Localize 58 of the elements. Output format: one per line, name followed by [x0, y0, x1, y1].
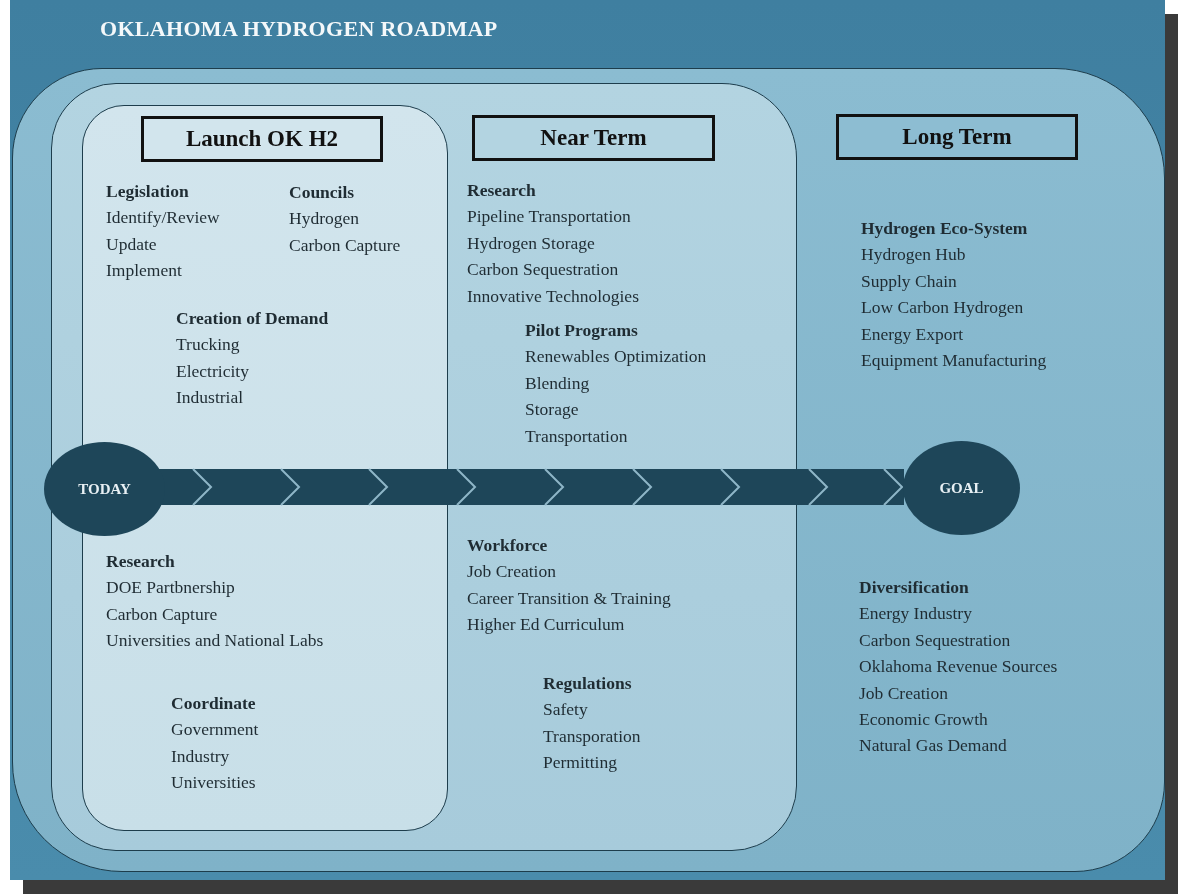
list-item: Blending [525, 371, 590, 394]
list-item: Storage [525, 398, 579, 421]
list-item: Electricity [176, 359, 249, 382]
list-item: Permitting [543, 751, 617, 774]
list-item: Safety [543, 698, 588, 721]
group-heading: Legislation [106, 180, 189, 202]
list-item: Job Creation [467, 560, 556, 583]
list-item: Supply Chain [861, 269, 957, 292]
group-heading: Coordinate [171, 692, 256, 714]
list-item: Carbon Capture [106, 602, 218, 625]
list-item: Higher Ed Curriculum [467, 613, 625, 636]
group-heading: Research [467, 179, 536, 201]
list-item: Carbon Sequestration [467, 258, 619, 281]
group-heading: Hydrogen Eco-System [861, 217, 1028, 239]
group-heading: Diversification [859, 576, 969, 598]
group-heading: Research [106, 550, 175, 572]
list-item: Oklahoma Revenue Sources [859, 655, 1058, 678]
list-item: Energy Industry [859, 602, 972, 625]
group-heading: Councils [289, 181, 355, 203]
list-item: Low Carbon Hydrogen [861, 296, 1024, 319]
list-item: Identify/Review [106, 206, 220, 229]
list-item: Transporation [543, 724, 641, 747]
group-heading: Pilot Programs [525, 319, 638, 341]
list-item: Job Creation [859, 681, 948, 704]
timeline-arrow [159, 468, 904, 506]
group-heading: Creation of Demand [176, 307, 329, 329]
phase-heading: Launch OK H2 [141, 116, 383, 162]
list-item: Economic Growth [859, 708, 988, 730]
list-item: Natural Gas Demand [859, 734, 1007, 757]
phase-heading: Long Term [836, 114, 1078, 160]
list-item: Pipeline Transportation [467, 205, 631, 228]
list-item: Transportation [525, 424, 628, 447]
list-item: Implement [106, 259, 182, 282]
phase-heading: Near Term [472, 115, 715, 161]
group-heading: Workforce [467, 534, 548, 556]
rounded-panel [12, 68, 1165, 872]
list-item: Hydrogen Hub [861, 243, 966, 266]
list-item: Update [106, 232, 157, 255]
diagram-title: OKLAHOMA HYDROGEN ROADMAP [100, 16, 498, 42]
list-item: Career Transition & Training [467, 586, 671, 609]
list-item: Universities and National Labs [106, 629, 324, 652]
timeline-label: TODAY [78, 480, 131, 498]
list-item: Government [171, 718, 259, 741]
list-item: Carbon Capture [289, 233, 401, 256]
list-item: Hydrogen [289, 207, 359, 230]
list-item: Innovative Technologies [467, 284, 639, 307]
list-item: Universities [171, 771, 256, 794]
timeline-label: GOAL [939, 479, 984, 497]
group-heading: Regulations [543, 672, 632, 694]
list-item: Industrial [176, 386, 244, 409]
list-item: Trucking [176, 333, 240, 356]
list-item: Equipment Manufacturing [861, 349, 1047, 371]
list-item: Energy Export [861, 322, 964, 345]
list-item: Renewables Optimization [525, 345, 707, 368]
list-item: Hydrogen Storage [467, 231, 595, 254]
list-item: Industry [171, 744, 230, 767]
list-item: Carbon Sequestration [859, 628, 1011, 651]
list-item: DOE Partbnership [106, 576, 235, 599]
